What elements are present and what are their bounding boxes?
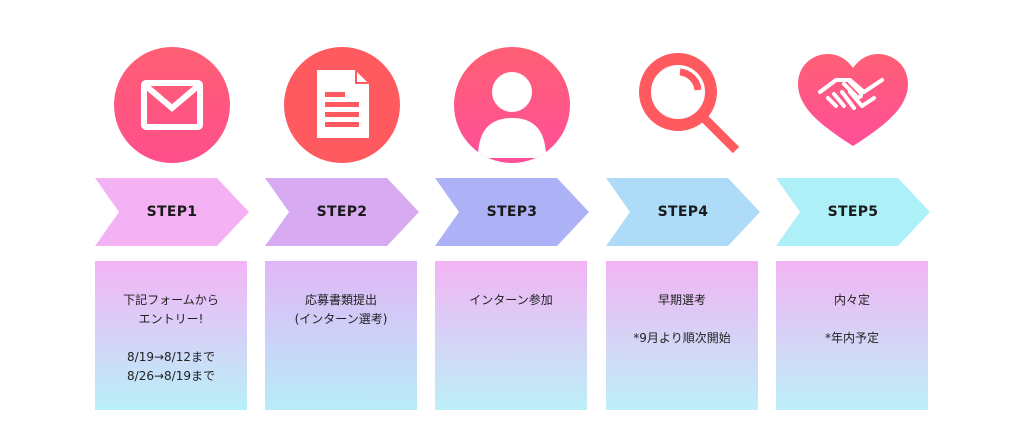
step-label-3: STEP3 [486,204,538,220]
step-label-1: STEP1 [146,204,198,220]
step-chevron-1: STEP1 [95,178,249,246]
step-card-1: 下記フォームから エントリー! 8/19→8/12まで 8/26→8/19まで [95,261,247,410]
step-icon-3 [435,46,589,164]
step-chevron-5: STEP5 [776,178,930,246]
step-1-text-line-2: エントリー! [138,312,204,326]
document-icon [284,47,400,163]
handshake-heart-icon [798,54,908,146]
step-1-deadline-1: 8/19→8/12まで [127,350,215,364]
step-5-note: *年内予定 [824,331,879,345]
step-chevron-3: STEP3 [435,178,589,246]
step-4-note: *9月より順次開始 [633,331,731,345]
step-label-4: STEP4 [657,204,709,220]
step-column-2: STEP2 応募書類提出 (インターン選考) [265,0,419,439]
step-column-3: STEP3 インターン参加 [435,0,589,439]
step-icon-5 [776,46,930,164]
envelope-icon [114,47,230,163]
step-column-1: STEP1 下記フォームから エントリー! 8/19→8/12まで 8/26→8… [95,0,249,439]
step-icon-1 [95,46,249,164]
step-card-3: インターン参加 [435,261,587,410]
person-icon [454,47,570,163]
step-label-5: STEP5 [827,204,879,220]
step-1-text-line-1: 下記フォームから [123,293,219,307]
magnifier-icon [639,53,740,154]
step-column-5: STEP5 内々定 *年内予定 [776,0,930,439]
step-chevron-4: STEP4 [606,178,760,246]
step-label-2: STEP2 [316,204,368,220]
step-1-deadline-2: 8/26→8/19まで [127,369,215,383]
step-card-5: 内々定 *年内予定 [776,261,928,410]
step-column-4: STEP4 早期選考 *9月より順次開始 [606,0,760,439]
step-card-2: 応募書類提出 (インターン選考) [265,261,417,410]
step-5-text-line-1: 内々定 [833,293,870,307]
step-2-text-line-1: 応募書類提出 [304,293,377,307]
step-2-text-line-2: (インターン選考) [294,312,388,326]
step-3-text-line-1: インターン参加 [469,293,553,307]
step-chevron-2: STEP2 [265,178,419,246]
step-card-4: 早期選考 *9月より順次開始 [606,261,758,410]
step-4-text-line-1: 早期選考 [657,293,706,307]
step-icon-4 [606,46,760,164]
step-icon-2 [265,46,419,164]
